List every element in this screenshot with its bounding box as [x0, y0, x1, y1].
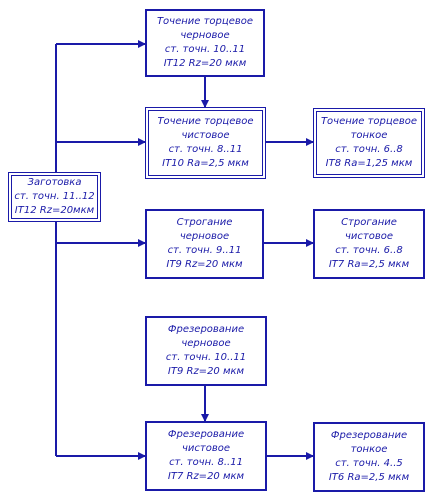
face-finish-line-1: Точение торцевое: [157, 116, 254, 127]
mill-rough-line-1: Фрезерование: [167, 324, 245, 335]
plane-rough-box: Строгание черновое ст. точн. 9..11 IT9 R…: [145, 209, 264, 279]
mill-fine-line-2: тонкое: [350, 444, 388, 455]
face-finish-box: Точение торцевое чистовое ст. точн. 8..1…: [145, 107, 266, 179]
mill-finish-line-1: Фрезерование: [167, 429, 245, 440]
plane-rough-line-1: Строгание: [176, 217, 233, 228]
mill-finish-line-3: ст. точн. 8..11: [169, 457, 243, 468]
blank-line-1: Заготовка: [27, 177, 82, 188]
face-rough-line-1: Точение торцевое: [156, 16, 254, 27]
mill-fine-box: Фрезерование тонкое ст. точн. 4..5 IT6 R…: [313, 422, 425, 492]
plane-finish-box: Строгание чистовое ст. точн. 6..8 IT7 Ra…: [313, 209, 425, 279]
mill-rough-line-3: ст. точн. 10..11: [165, 352, 247, 363]
plane-finish-line-2: чистовое: [344, 231, 393, 242]
mill-finish-line-4: IT7 Rz=20 мкм: [167, 471, 245, 482]
blank-box: Заготовка ст. точн. 11..12 IT12 Rz=20мкм: [8, 172, 101, 222]
mill-rough-line-2: черновое: [181, 338, 231, 349]
face-finish-line-4: IT10 Ra=2,5 мкм: [162, 158, 249, 169]
plane-finish-line-1: Строгание: [341, 217, 397, 228]
plane-rough-line-2: черновое: [179, 231, 230, 242]
mill-finish-box: Фрезерование чистовое ст. точн. 8..11 IT…: [145, 421, 267, 491]
face-finish-line-2: чистовое: [181, 130, 230, 141]
face-rough-line-3: ст. точн. 10..11: [164, 44, 246, 55]
face-rough-line-4: IT12 Rz=20 мкм: [163, 58, 247, 69]
mill-rough-line-4: IT9 Rz=20 мкм: [167, 366, 245, 377]
face-rough-box: Точение торцевое черновое ст. точн. 10..…: [145, 9, 265, 77]
mill-finish-line-2: чистовое: [181, 443, 230, 454]
plane-rough-line-3: ст. точн. 9..11: [167, 245, 242, 256]
mill-fine-line-4: IT6 Ra=2,5 мкм: [328, 472, 410, 483]
face-fine-line-1: Точение торцевое: [320, 116, 418, 127]
plane-finish-line-3: ст. точн. 6..8: [335, 245, 403, 256]
face-fine-line-4: IT8 Ra=1,25 мкм: [325, 158, 413, 169]
plane-finish-line-4: IT7 Ra=2,5 мкм: [328, 259, 410, 270]
blank-line-2: ст. точн. 11..12: [14, 191, 95, 202]
face-finish-line-3: ст. точн. 8..11: [168, 144, 243, 155]
mill-fine-line-1: Фрезерование: [330, 430, 408, 441]
mill-rough-box: Фрезерование черновое ст. точн. 10..11 I…: [145, 316, 267, 386]
face-fine-box: Точение торцевое тонкое ст. точн. 6..8 I…: [313, 108, 425, 178]
plane-rough-line-4: IT9 Rz=20 мкм: [166, 259, 243, 270]
face-fine-line-3: ст. точн. 6..8: [335, 144, 403, 155]
mill-fine-line-3: ст. точн. 4..5: [335, 458, 403, 469]
face-fine-line-2: тонкое: [350, 130, 388, 141]
face-rough-line-2: черновое: [180, 30, 230, 41]
blank-line-3: IT12 Rz=20мкм: [14, 205, 95, 216]
